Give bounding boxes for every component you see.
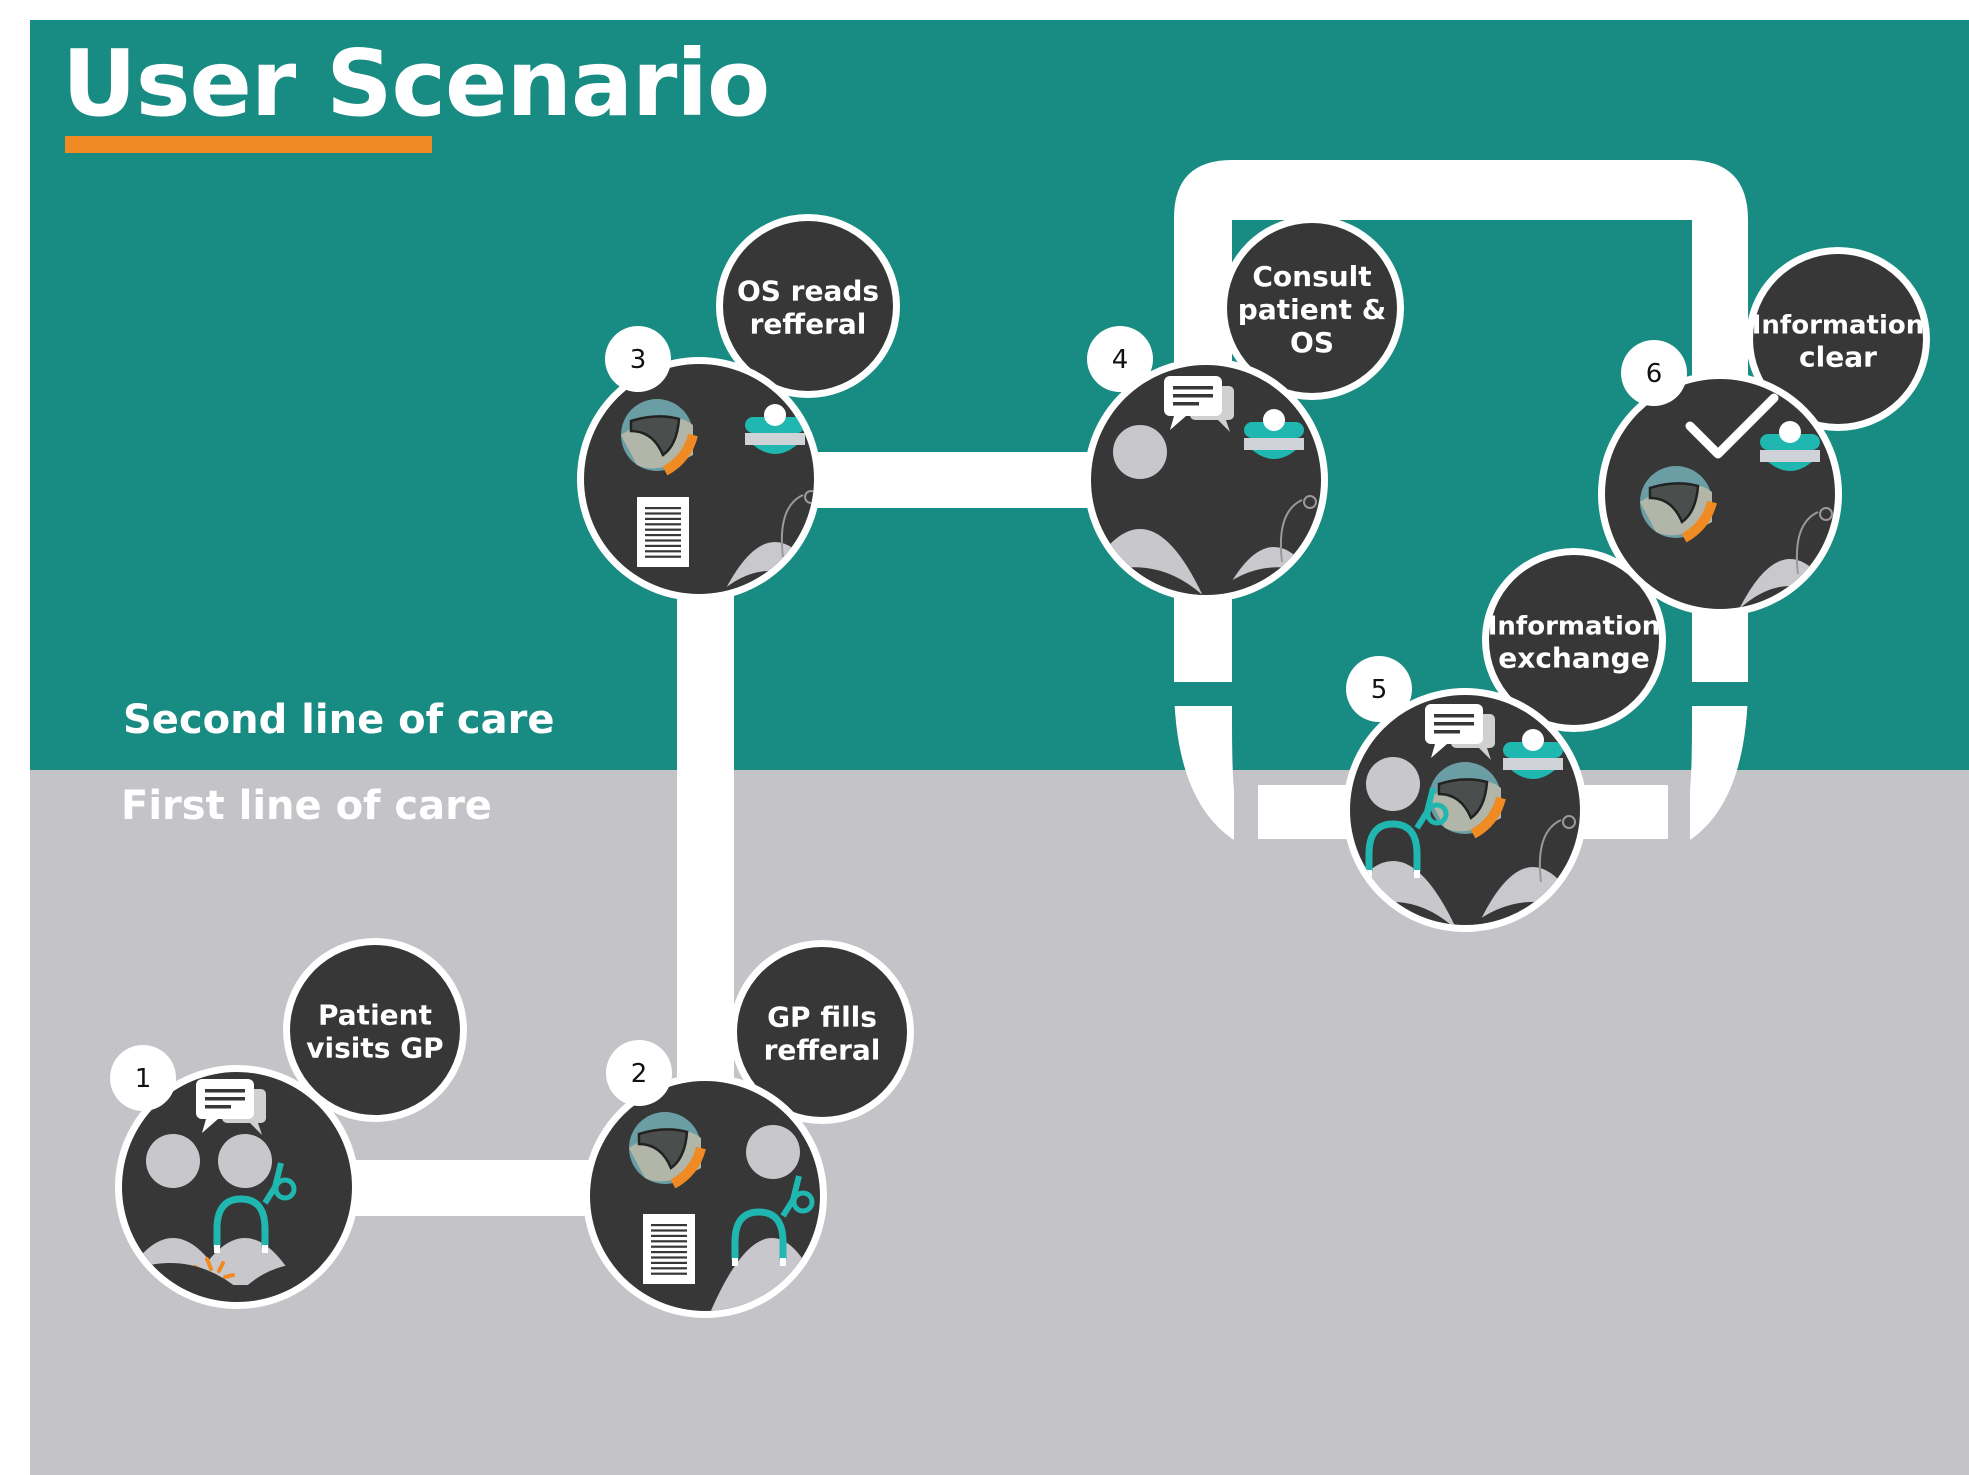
stethoscope-icon [731,1175,815,1266]
step-label-line: patient & [1238,293,1386,326]
step-number: 4 [1112,345,1129,375]
step-number: 1 [135,1064,152,1094]
step-label-line: Patient [318,999,432,1032]
path-gap-left [1174,682,1234,706]
doctor-avatar-icon [746,1125,800,1179]
step-label-line: refferal [750,308,867,341]
speech-bubble-icon [1164,376,1234,432]
title-underline [65,136,432,153]
step-number-badge: 3 [605,326,671,392]
stethoscope-icon [213,1162,297,1253]
step-number: 5 [1371,675,1388,705]
step-label-line: exchange [1498,642,1649,675]
path-loop-step4-step5-step6 [1174,160,1748,840]
step-label-line: Information [1488,612,1661,642]
speech-bubble-icon [1425,704,1495,760]
step-label-line: Information [1752,311,1925,341]
step-label-line: clear [1799,341,1877,374]
path-step3-to-step4 [800,452,1110,508]
document-icon [643,1214,695,1284]
step-label-line: Consult [1252,260,1371,293]
first-line-band [30,770,1969,1475]
step-number-badge: 1 [110,1045,176,1111]
step-label-line: OS reads [737,275,879,308]
step-label-line: GP fills [767,1001,877,1034]
path-gap-right [1690,682,1750,706]
document-icon [637,497,689,567]
step-number-badge: 6 [1621,340,1687,406]
step-number: 6 [1646,359,1663,389]
step-label-line: refferal [764,1034,881,1067]
speech-bubble-icon [196,1079,266,1135]
checkmark-icon [1685,393,1779,459]
page-title: User Scenario [62,30,770,137]
step-label-line: OS [1290,326,1334,359]
lane-label-second-line: Second line of care [123,697,555,743]
step-number: 3 [630,345,647,375]
insole-icon [629,1112,706,1189]
lane-label-first-line: First line of care [121,783,492,829]
step-number-badge: 2 [606,1040,672,1106]
step-label-line: visits GP [306,1032,443,1065]
step-number-badge: 4 [1087,326,1153,392]
step-number-badge: 5 [1346,656,1412,722]
insole-icon [1640,466,1717,543]
step-number: 2 [631,1059,648,1089]
insole-icon [621,399,698,476]
